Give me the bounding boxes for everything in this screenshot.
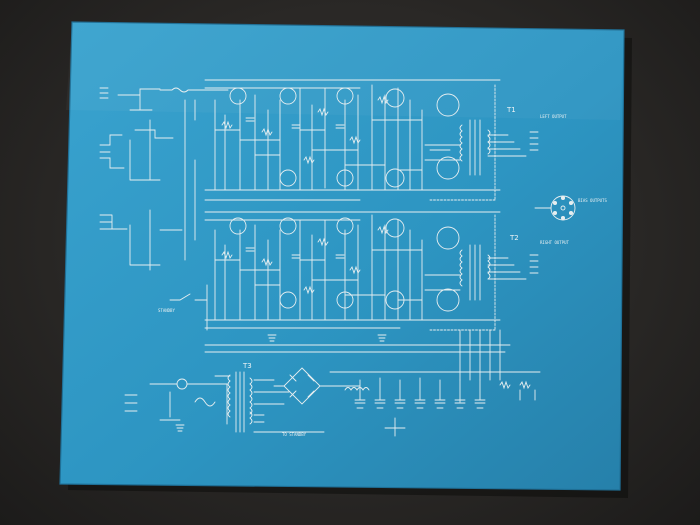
- label-bias-outputs: BIAS OUTPUTS: [578, 198, 607, 203]
- lower-channel: [99, 209, 539, 331]
- schematic-board: [59, 21, 625, 491]
- label-t2: T2: [509, 234, 519, 242]
- label-to-standby: TO STANDBY: [282, 432, 307, 437]
- power-supply: [124, 367, 541, 437]
- label-right-output: RIGHT OUTPUT: [540, 240, 569, 245]
- label-left-output: LEFT OUTPUT: [540, 114, 567, 119]
- label-t1: T1: [506, 106, 516, 114]
- label-t3: T3: [242, 362, 252, 370]
- board-sheen: [66, 22, 624, 120]
- label-standby: STANDBY: [158, 308, 175, 313]
- bias-output-connector: [534, 195, 576, 221]
- schematic-labels: T1 T2 T3 LEFT OUTPUT RIGHT OUTPUT BIAS O…: [158, 106, 607, 437]
- upper-channel: [99, 79, 539, 261]
- schematic-drawing: [99, 79, 576, 437]
